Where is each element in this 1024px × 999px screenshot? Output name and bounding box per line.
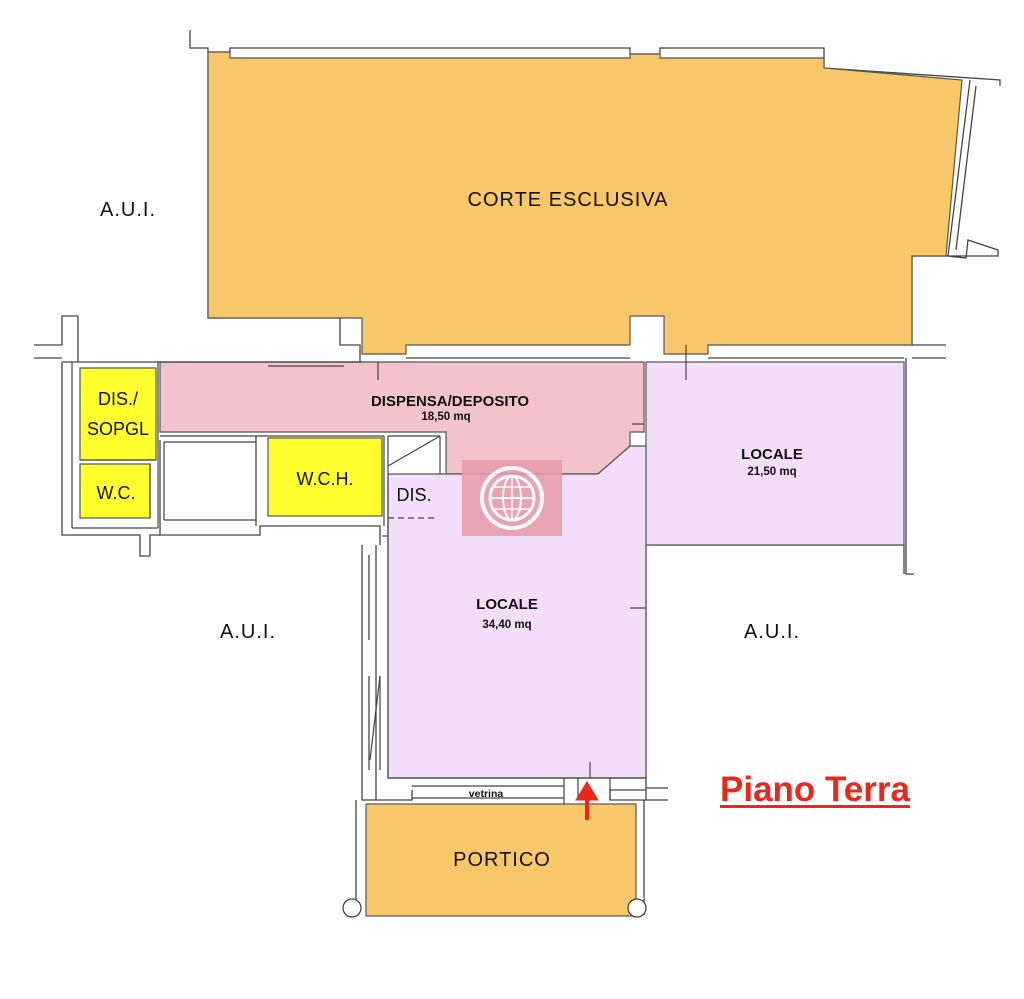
column-right bbox=[627, 898, 647, 918]
globe-logo-icon bbox=[462, 460, 562, 536]
entrance-arrow-icon bbox=[575, 781, 599, 820]
label-dis-sopgl-1: DIS./ bbox=[98, 389, 138, 409]
corte-esclusiva-area bbox=[207, 51, 963, 355]
label-wch: W.C.H. bbox=[297, 469, 354, 489]
label-dispensa: DISPENSA/DEPOSITO bbox=[371, 393, 529, 410]
label-corte-esclusiva: CORTE ESCLUSIVA bbox=[468, 189, 669, 211]
label-locale-main: LOCALE bbox=[476, 596, 538, 613]
dis-sopgl-area bbox=[79, 367, 157, 461]
label-locale-right: LOCALE bbox=[741, 446, 803, 463]
area-locale-right: 21,50 mq bbox=[747, 466, 796, 478]
label-portico: PORTICO bbox=[453, 849, 551, 871]
area-dispensa: 18,50 mq bbox=[421, 411, 470, 423]
label-dis-sopgl-2: SOPGL bbox=[87, 419, 149, 439]
dispensa-area bbox=[159, 361, 645, 475]
area-locale-main: 34,40 mq bbox=[482, 619, 531, 631]
label-wc: W.C. bbox=[97, 483, 136, 503]
column-left bbox=[342, 898, 362, 918]
plan-title: Piano Terra bbox=[720, 770, 910, 809]
label-dis: DIS. bbox=[396, 485, 431, 505]
portico-area bbox=[365, 803, 637, 917]
label-aui-mid-left: A.U.I. bbox=[220, 621, 276, 643]
label-vetrina: vetrina bbox=[469, 788, 504, 800]
wch-area bbox=[267, 437, 383, 517]
label-aui-mid-right: A.U.I. bbox=[744, 621, 800, 643]
inner-walls bbox=[62, 345, 904, 804]
label-aui-top-left: A.U.I. bbox=[100, 199, 156, 221]
